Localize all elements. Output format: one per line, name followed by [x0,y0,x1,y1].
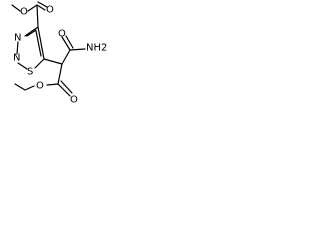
bond-methyl-o [11,4,21,12]
bond-ester-c-o [46,83,59,86]
bond-amide-c-n [69,48,86,51]
atom-labels: O O N N S NH2 O O O [13,5,107,106]
bond-c5-c4-double [35,30,42,57]
bond-c5-ch [43,58,63,65]
bond-amide-c-double-o [61,36,71,51]
atom-label-s: S [27,67,33,78]
atom-label-amide-o: O [58,29,66,40]
atom-label-ethyl-ester-o: O [36,81,44,92]
bond-o-carbonyl-c [27,4,38,12]
thiadiazole-ring [16,26,45,70]
bond-s1-c5 [34,58,45,69]
atom-label-ester-o-top: O [20,7,28,18]
atom-label-ethyl-carbonyl-o: O [70,95,78,106]
bond-c4-n3-double [26,29,37,37]
bond-c5-c4 [37,26,45,60]
side-chain [14,35,86,97]
bond-amide-c-double-o-2 [65,35,74,49]
bond-ester-c-double-o-2 [60,80,73,94]
bond-n2-s1 [17,62,28,70]
bond-c4-n3 [24,26,39,37]
atom-label-amide-nh2: NH2 [86,43,107,54]
bond-n3-n2 [16,41,19,55]
bond-o-ch2 [24,85,35,91]
bond-ch-ester-c [57,63,63,85]
atom-label-n3: N [14,33,21,44]
bond-carbonyl-c-double-o-2 [37,1,48,8]
chemical-structure-diagram: O O N N S NH2 O O O [11,1,107,106]
bond-ch2-ch3 [14,83,26,91]
bond-ch-amide-c [61,49,71,65]
atom-label-n2: N [13,53,20,64]
bond-carbonyl-c-ring [36,4,39,28]
bond-carbonyl-c-double-o [36,4,46,11]
methyl-ester-group [11,1,48,28]
bond-ester-c-double-o [57,83,71,97]
atom-label-ester-o-carbonyl: O [46,5,54,16]
